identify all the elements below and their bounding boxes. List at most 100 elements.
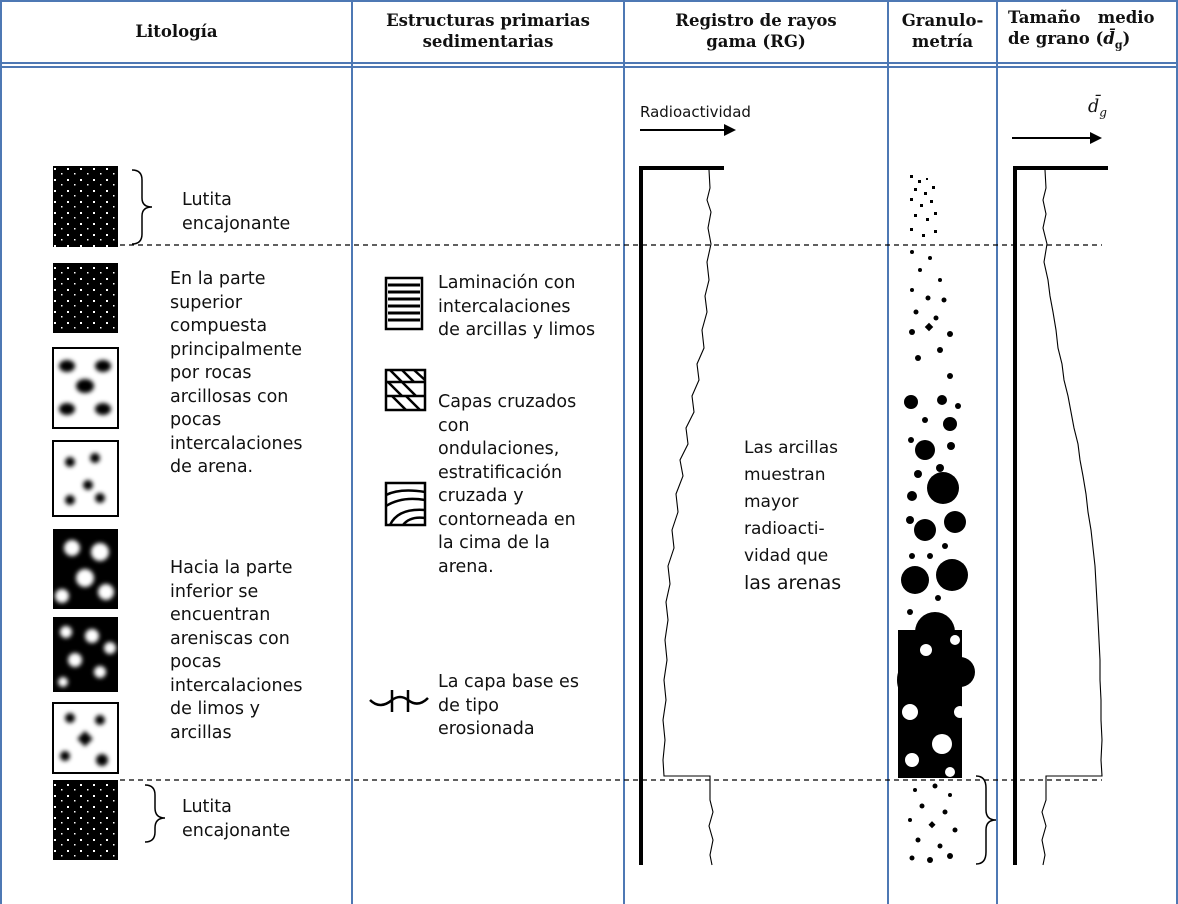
header-tamano: Tamaño medio de grano (d̄g)	[998, 0, 1176, 62]
grain-size-axis-label: d̄g	[1088, 96, 1107, 125]
table-border-top	[0, 0, 1178, 2]
clay-sand-swatch-3	[52, 702, 119, 774]
laminacion-line: intercalaciones	[438, 296, 571, 317]
header-tamano-prefix: de grano (	[1008, 28, 1104, 48]
erosional-base-icon	[369, 690, 429, 712]
lutita-top-swatch	[53, 166, 118, 247]
lutita-top-line-1: Lutita	[182, 190, 232, 210]
registro-note-line: vidad que	[744, 546, 829, 566]
header-registro-line-1: Registro de rayos	[675, 11, 837, 30]
table-border-left	[0, 0, 2, 904]
lower-line: de limos y	[170, 699, 260, 719]
upper-line: superior	[170, 292, 243, 313]
header-tamano-line-1: Tamaño medio	[1008, 7, 1155, 27]
upper-line: de arena.	[170, 457, 254, 477]
laminacion-label: Laminación con intercalaciones de arcill…	[438, 272, 595, 343]
cruzados-line: arena.	[438, 556, 494, 577]
clay-sand-swatch-1	[52, 347, 119, 429]
header-registro-line-2: gama (RG)	[706, 32, 806, 51]
lutita-bottom-line-2: encajonante	[182, 820, 291, 841]
radioactividad-axis-label: Radioactividad	[640, 101, 751, 125]
cruzados-line: estratificación	[438, 462, 563, 483]
upper-line: principalmente	[170, 339, 302, 360]
registro-note-line: muestran	[744, 465, 826, 485]
header-rule-2	[0, 66, 1178, 68]
lamination-icon	[384, 276, 424, 331]
upper-line: arcillosas con	[170, 386, 289, 407]
header-tamano-symbol: d̄	[1103, 28, 1115, 48]
lower-line: pocas	[170, 652, 222, 672]
header-granulometria-line-1: Granulo-	[901, 11, 984, 30]
grain-size-sub: g	[1099, 105, 1107, 120]
grain-size-log-curve	[1041, 169, 1103, 866]
lutita-bottom-swatch	[53, 780, 118, 860]
granulometry-grain-column	[897, 175, 975, 863]
lutita-bottom-label: Lutita encajonante	[182, 796, 290, 843]
litologia-lower-description: Hacia la parte inferior se encuentran ar…	[170, 557, 303, 745]
header-tamano-sub: g	[1114, 38, 1123, 52]
cruzados-line: cruzada y	[438, 486, 524, 506]
base-line: erosionada	[438, 719, 535, 739]
lutita-top-line-2: encajonante	[182, 213, 291, 234]
lower-line: areniscas con	[170, 628, 290, 649]
header-rule-1	[0, 62, 1178, 64]
cruzados-line: contorneada en	[438, 509, 576, 530]
cruzados-label: Capas cruzados con ondulaciones, estrati…	[438, 391, 576, 579]
clay-sand-swatch-2	[52, 440, 119, 517]
upper-line: pocas	[170, 410, 222, 430]
registro-note-line: Las arcillas	[744, 438, 838, 458]
radioactividad-text: Radioactividad	[640, 103, 751, 121]
header-estructuras: Estructuras primarias sedimentarias	[353, 0, 623, 62]
lower-line: Hacia la parte	[170, 558, 293, 578]
lutita-top-brace	[131, 169, 153, 245]
cruzados-line: la cima de la	[438, 533, 550, 553]
gamma-ray-log-curve	[662, 169, 714, 866]
header-tamano-close: )	[1122, 28, 1131, 48]
lower-line: inferior se	[170, 581, 259, 602]
grain-size-symbol: d̄	[1088, 97, 1100, 117]
cruzados-line: Capas cruzados	[438, 392, 577, 412]
lower-line: intercalaciones	[170, 675, 303, 696]
header-litologia: Litología	[2, 0, 351, 62]
header-granulometria-line-2: metría	[911, 32, 974, 51]
upper-line: En la parte	[170, 269, 266, 289]
lower-line: arcillas	[170, 722, 232, 743]
lower-line: encuentran	[170, 605, 271, 625]
table-border-right	[1176, 0, 1178, 904]
base-label: La capa base es de tipo erosionada	[438, 671, 579, 742]
lutita-bottom-brace	[144, 784, 166, 843]
column-divider-2	[623, 0, 625, 904]
gamma-ray-log-frame	[639, 166, 724, 865]
column-divider-1	[351, 0, 353, 904]
base-line: La capa base es	[438, 672, 579, 692]
grain-size-arrow	[1012, 132, 1102, 144]
grain-size-log-frame	[1013, 166, 1108, 865]
granulometria-bottom-brace	[975, 775, 997, 865]
upper-line: por rocas	[170, 363, 252, 383]
cross-bedding-icon	[384, 368, 427, 412]
cruzados-line: con	[438, 415, 470, 436]
header-registro: Registro de rayos gama (RG)	[625, 0, 887, 62]
litologia-upper-description: En la parte superior compuesta principal…	[170, 268, 303, 480]
header-litologia-line: Litología	[135, 21, 218, 41]
lutita-top-label: Lutita encajonante	[182, 189, 290, 236]
column-divider-4	[996, 0, 998, 904]
lutita-bottom-line-1: Lutita	[182, 797, 232, 817]
contorted-bedding-icon	[384, 481, 427, 527]
registro-note-line: radioacti-	[744, 519, 825, 539]
header-granulometria: Granulo- metría	[889, 0, 996, 62]
registro-note-line: mayor	[744, 492, 799, 512]
radioactivity-arrow	[640, 124, 736, 136]
upper-line: compuesta	[170, 316, 268, 336]
upper-line: intercalaciones	[170, 433, 303, 454]
base-line: de tipo	[438, 695, 499, 716]
laminacion-line: de arcillas y limos	[438, 320, 596, 340]
laminacion-line: Laminación con	[438, 273, 576, 293]
sandstone-swatch-1	[53, 529, 118, 609]
lutita-upper-swatch	[53, 263, 118, 333]
sandstone-swatch-2	[53, 617, 118, 692]
cruzados-line: ondulaciones,	[438, 439, 560, 459]
registro-note: Las arcillas muestran mayor radioacti- v…	[744, 435, 841, 597]
